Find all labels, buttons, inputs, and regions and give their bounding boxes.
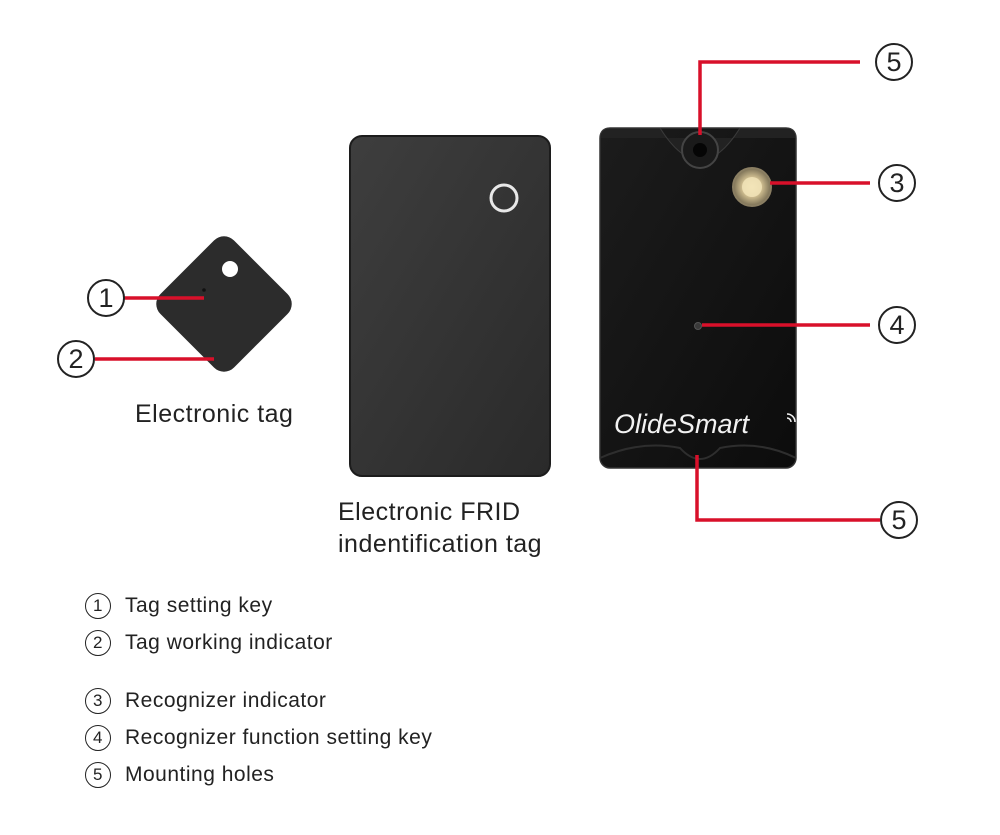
- recognizer-device: OlideSmart: [600, 128, 796, 468]
- recognizer-setting-key: [695, 323, 702, 330]
- legend-number-1: 1: [85, 593, 111, 619]
- callout-5-top: 5: [875, 43, 913, 81]
- frid-card: [350, 136, 550, 476]
- legend-number-3: 3: [85, 688, 111, 714]
- legend-number-4: 4: [85, 725, 111, 751]
- legend-label-1: Tag setting key: [125, 594, 273, 618]
- device-brand-logo: OlideSmart: [614, 409, 751, 439]
- legend-item-2: 2 Tag working indicator: [85, 628, 333, 658]
- tag-setting-key: [202, 288, 206, 292]
- callout-1: 1: [87, 279, 125, 317]
- legend-label-4: Recognizer function setting key: [125, 726, 432, 750]
- callout-4: 4: [878, 306, 916, 344]
- legend-number-5: 5: [85, 762, 111, 788]
- legend-item-1: 1 Tag setting key: [85, 591, 273, 621]
- legend-item-3: 3 Recognizer indicator: [85, 686, 326, 716]
- small-electronic-tag: [150, 230, 297, 377]
- legend-label-5: Mounting holes: [125, 763, 274, 787]
- tag-key-ring-hole: [222, 261, 238, 277]
- callout-2: 2: [57, 340, 95, 378]
- caption-electronic-tag: Electronic tag: [135, 400, 293, 429]
- legend-number-2: 2: [85, 630, 111, 656]
- legend-item-4: 4 Recognizer function setting key: [85, 723, 432, 753]
- callout-5-bottom: 5: [880, 501, 918, 539]
- caption-card-line-2: indentification tag: [338, 530, 542, 559]
- legend-label-2: Tag working indicator: [125, 631, 333, 655]
- leader-line-5-top: [700, 62, 860, 135]
- caption-card-line-1: Electronic FRID: [338, 498, 521, 527]
- legend-item-5: 5 Mounting holes: [85, 760, 274, 790]
- legend-label-3: Recognizer indicator: [125, 689, 326, 713]
- callout-3: 3: [878, 164, 916, 202]
